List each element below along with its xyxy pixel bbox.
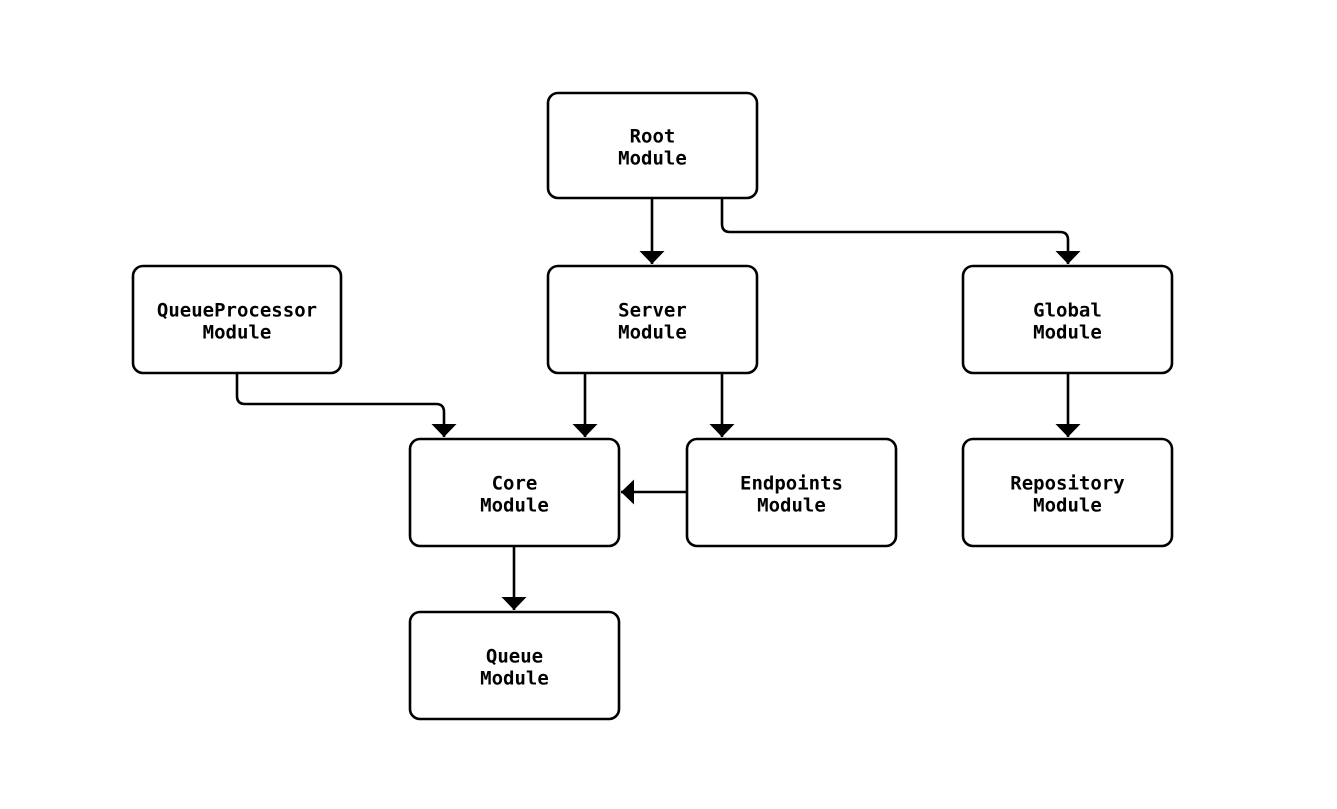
node-queue-module-box (408, 610, 621, 721)
node-repository-module-box (961, 437, 1174, 548)
edge-queueprocessor-to-core (235, 373, 457, 437)
edge-root-to-global (720, 198, 1081, 264)
node-root-module-box (546, 91, 759, 200)
node-server-module-box (546, 264, 759, 375)
node-queueprocessor-module-box (131, 264, 343, 375)
node-core-module-box (408, 437, 621, 548)
node-global-module-box (961, 264, 1174, 375)
edges-layer (235, 198, 1081, 610)
node-endpoints-module-box (685, 437, 898, 548)
